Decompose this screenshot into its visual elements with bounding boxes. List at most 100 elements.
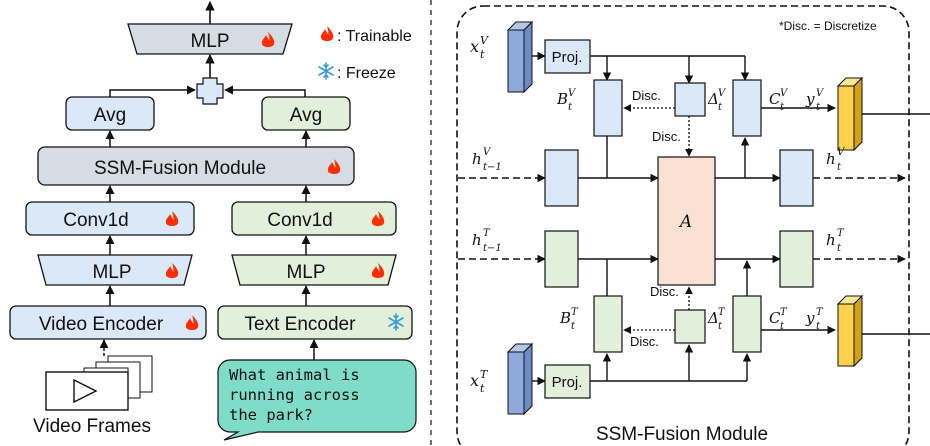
fusion-module-frame [456,5,910,446]
proj-text-label: Proj. [552,374,583,391]
delta-v-block [674,82,706,117]
top-mlp-block: MLP [127,23,293,55]
c-v-label: C [769,90,781,108]
x-v-label: x [470,37,479,56]
svg-text:t: t [816,102,821,113]
top-mlp-label: MLP [190,31,229,52]
y-v-label: y [805,90,815,108]
proj-text-box [544,364,591,399]
delta-t-block [674,309,706,344]
h-t-prev-label: h [472,231,482,249]
delta-v-label: Δ [707,90,719,108]
text-output-vector [836,294,864,368]
h-t-label: h [826,231,836,249]
svg-text:T: T [837,228,845,239]
conv-text-box [231,201,397,236]
a-matrix-label: A [678,212,692,232]
svg-text:T: T [483,228,491,239]
svg-text:V: V [568,88,577,99]
delta-t-label: Δ [707,309,719,327]
fusion-module-title: SSM-Fusion Module [596,424,768,445]
disc-label-top-left: Disc. [632,88,661,103]
svg-text:t: t [718,321,723,332]
svg-text:V: V [480,34,489,47]
proj-video-label: Proj. [552,49,583,66]
question-line-3: the park? [229,406,313,424]
video-encoder-label: Video Encoder [39,314,164,335]
mlp-video-label: MLP [92,262,131,283]
avg-video-label: Avg [94,105,126,126]
avg-text-box [261,96,351,131]
c-t-label: C [769,309,781,327]
legend-trainable-label: : Trainable [337,28,412,45]
text-encoder-label: Text Encoder [245,314,357,335]
h-v-prev-label: h [472,150,482,168]
freeze-snowflake-icon [318,62,334,80]
add-combiner-icon [196,77,224,105]
proj-video-box [544,39,591,74]
svg-text:V: V [483,147,492,158]
video-frames-icon [45,355,153,411]
c-t-block [732,295,762,353]
svg-text:V: V [780,88,789,99]
mlp-video-block [37,254,193,286]
video-output-vector [836,76,864,152]
svg-text:t: t [568,102,573,113]
b-v-block [593,79,623,137]
svg-text:t: t [718,102,723,113]
video-encoder-box [9,305,207,340]
svg-text:t: t [837,162,842,173]
x-t-label: x [470,371,479,390]
svg-text:V: V [837,147,846,158]
svg-text:T: T [571,307,579,318]
svg-text:T: T [816,307,824,318]
svg-text:t: t [480,382,485,395]
b-v-label: B [556,90,568,108]
h-t-prev-block [544,230,579,288]
c-v-block [732,79,762,137]
svg-text:V: V [718,88,727,99]
conv-text-label: Conv1d [267,210,333,231]
fusion-module-label: SSM-Fusion Module [94,158,266,179]
mlp-text-label: MLP [286,262,325,283]
svg-text:t: t [816,321,821,332]
avg-video-box [65,96,155,131]
h-t-block [779,230,814,288]
disc-label-top-center: Disc. [652,129,681,144]
b-t-label: B [559,309,571,327]
video-input-vector [506,20,534,94]
disc-note: *Disc. = Discretize [779,19,877,33]
svg-text:t−1: t−1 [483,162,502,173]
svg-text:t: t [837,243,842,254]
svg-text:T: T [480,368,489,381]
h-v-prev-block [544,149,579,207]
svg-text:T: T [780,307,788,318]
svg-text:T: T [718,307,726,318]
video-frames-label: Video Frames [33,416,151,437]
text-input-vector [506,342,534,416]
question-line-1: What animal is [229,366,360,384]
svg-text:t: t [780,321,785,332]
svg-text:V: V [816,88,825,99]
a-matrix-block [657,156,716,286]
trainable-flame-icon [320,26,334,41]
b-t-block [593,295,623,353]
conv-video-label: Conv1d [63,210,129,231]
svg-text:t: t [480,48,485,61]
y-t-label: y [805,309,815,327]
conv-video-box [25,201,195,236]
fusion-module-box [37,146,355,186]
h-v-block [779,149,814,207]
h-v-label: h [826,150,836,168]
mlp-text-block [231,254,397,286]
question-line-2: running across [229,386,360,404]
avg-text-label: Avg [290,105,322,126]
text-encoder-box [217,305,413,340]
disc-label-bottom-center: Disc. [650,284,679,299]
svg-text:t: t [571,321,576,332]
svg-text:t−1: t−1 [483,243,502,254]
disc-label-bottom-left: Disc. [630,334,659,349]
legend-freeze-label: : Freeze [337,65,396,82]
question-bubble [217,359,417,441]
